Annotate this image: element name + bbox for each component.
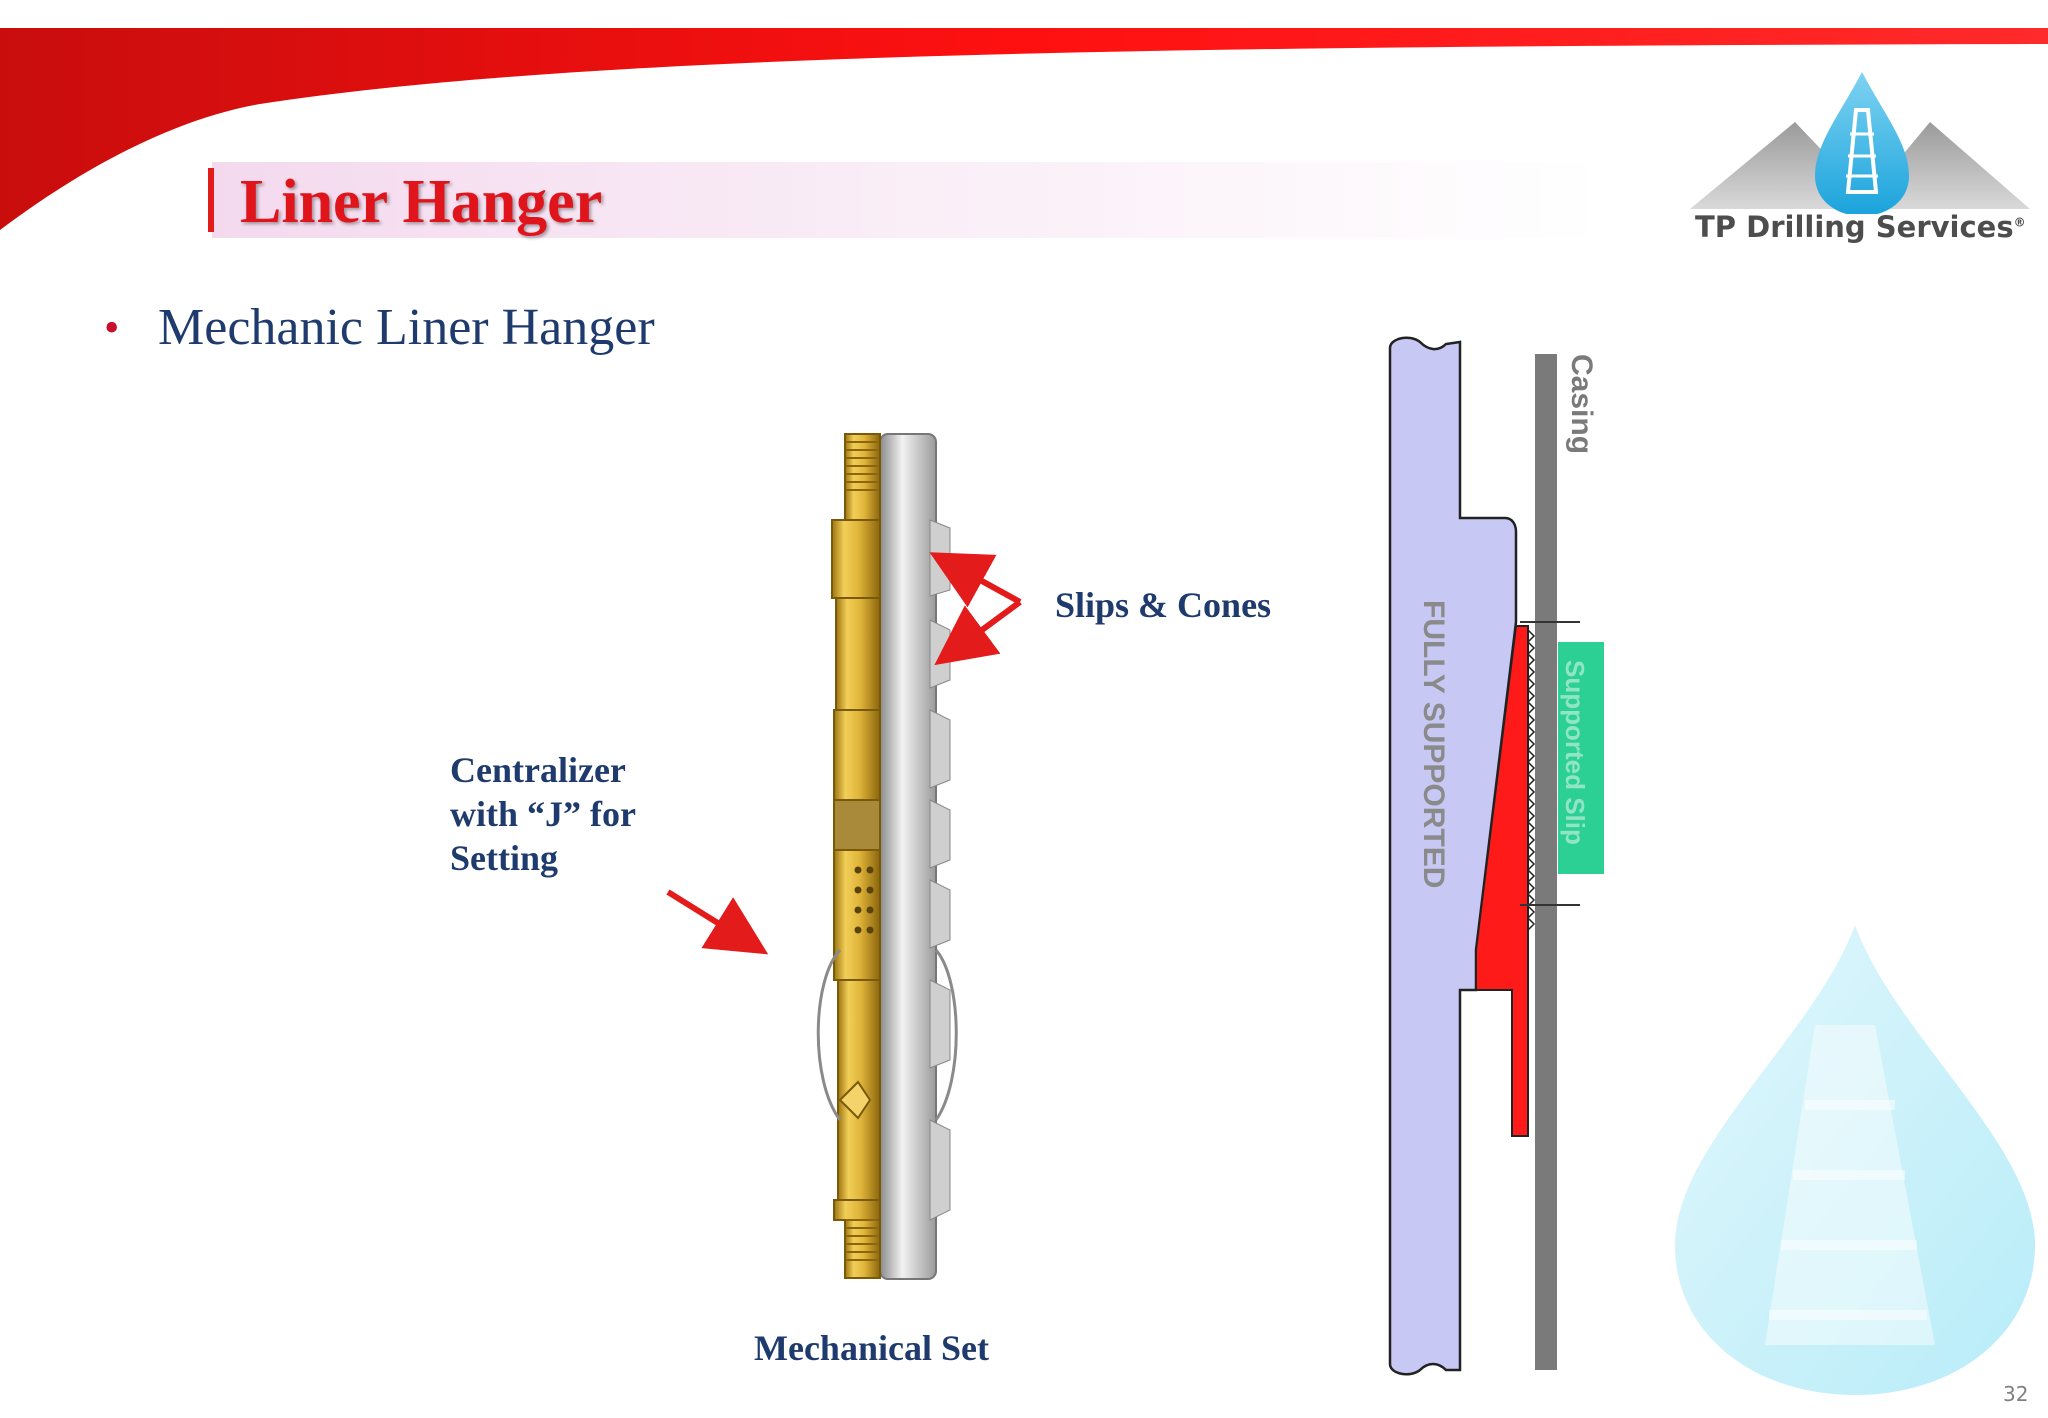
page-title: Liner Hanger: [240, 168, 603, 236]
watermark-droplet-icon: [1675, 925, 2035, 1395]
header-swoosh: [0, 28, 2048, 250]
supported-slip-label: Supported Slip: [1560, 660, 1590, 845]
centralizer-label-line: with “J” for: [450, 794, 636, 834]
liner-hanger-tool-illustration: [816, 433, 958, 1280]
centralizer-arrow: [666, 889, 769, 955]
title-band: [212, 162, 1602, 238]
fully-supported-label: FULLY SUPPORTED: [1417, 600, 1450, 888]
slip-bracket: [1520, 621, 1580, 906]
slip-cross-section-diagram: Casing FULLY SUPPORTED Supported Slip: [1388, 336, 1604, 1376]
slips-arrows: [929, 552, 1022, 666]
page-number: 32: [2003, 1382, 2029, 1406]
title-accent-bar: [208, 168, 214, 232]
casing-wall: [1535, 354, 1557, 1370]
bullet-dot: •: [104, 303, 120, 352]
red-slip: [1475, 625, 1529, 1137]
bullet-text: Mechanic Liner Hanger: [158, 299, 655, 356]
tp-logo-mark: [1690, 72, 2030, 214]
centralizer-label-line: Centralizer: [450, 750, 626, 790]
slips-cones-label: Slips & Cones: [1055, 585, 1272, 625]
centralizer-label-line: Setting: [450, 838, 558, 878]
liner-body: [1388, 336, 1518, 1376]
centralizer-label: Centralizer with “J” for Setting: [450, 748, 710, 880]
slip-teeth: [1526, 629, 1536, 931]
mechanical-set-caption: Mechanical Set: [754, 1328, 989, 1368]
logo-text: TP Drilling Services®: [1695, 210, 2026, 244]
trademark-symbol: ®: [2013, 215, 2026, 230]
casing-label: Casing: [1565, 354, 1598, 454]
logo-name: TP Drilling Services: [1695, 210, 2014, 244]
supported-slip-box: [1558, 642, 1604, 874]
callout-arrows: [666, 552, 1022, 955]
